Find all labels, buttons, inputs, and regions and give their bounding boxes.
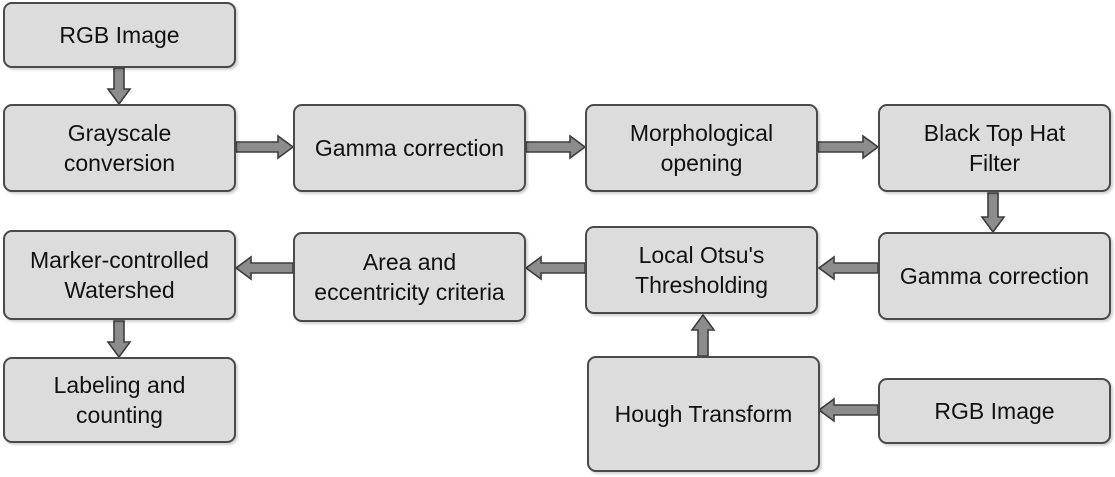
arrow-area-to-watershed [234,255,294,281]
node-label-line: Marker-controlled [30,247,209,273]
arrow-grayscale-to-gamma [235,134,295,160]
node-label-line: Gamma correction [899,263,1090,289]
node-label-line: Black Top Hat [923,120,1066,146]
arrow-gamma-to-morphological [525,134,587,160]
arrow-otsu-to-area [524,255,586,281]
node-labeling-counting: Labeling and counting [3,357,236,443]
node-area-eccentricity-criteria: Area and eccentricity criteria [293,232,526,322]
node-label-line: Morphological [629,120,774,146]
node-rgb-image-top: RGB Image [3,2,236,68]
arrow-tophat-to-gamma2 [980,192,1006,234]
node-marker-controlled-watershed: Marker-controlled Watershed [3,230,236,320]
node-label-line: Hough Transform [614,401,793,427]
node-label-line: Watershed [64,277,175,303]
arrow-rgb-to-grayscale [106,67,132,106]
node-label-line: RGB Image [59,22,180,48]
arrow-watershed-to-labeling [106,320,132,359]
node-gamma-correction-1: Gamma correction [293,104,526,192]
node-label-line: opening [660,150,743,176]
arrow-gamma2-to-otsu [817,255,879,281]
node-label-line: Labeling and [53,372,186,398]
node-grayscale-conversion: Grayscale conversion [3,104,236,192]
node-black-top-hat-filter: Black Top Hat Filter [878,104,1111,192]
node-label-line: conversion [63,150,176,176]
node-morphological-opening: Morphological opening [585,104,818,192]
node-label-line: Filter [968,150,1021,176]
node-label-line: RGB Image [934,398,1055,424]
node-gamma-correction-2: Gamma correction [878,232,1111,320]
node-label-line: Area and [362,249,457,275]
node-label-line: Thresholding [635,272,768,298]
node-rgb-image-bottom: RGB Image [878,378,1111,444]
node-label-line: counting [76,402,163,428]
arrow-morphological-to-tophat [817,134,880,160]
node-local-otsu-thresholding: Local Otsu's Thresholding [585,226,818,314]
arrow-rgb-to-hough [817,397,879,423]
node-label-line: Grayscale [67,120,172,146]
node-hough-transform: Hough Transform [587,356,820,472]
node-label-line: eccentricity criteria [314,279,505,305]
node-label-line: Gamma correction [314,135,505,161]
arrow-hough-to-otsu [690,313,716,357]
node-label-line: Local Otsu's [638,242,765,268]
